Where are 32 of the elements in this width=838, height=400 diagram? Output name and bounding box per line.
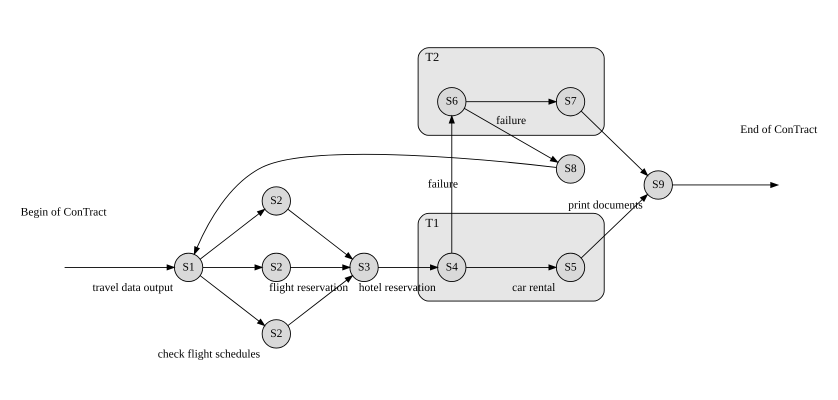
node-circle: S2 xyxy=(262,252,291,282)
node-circle: S5 xyxy=(556,252,586,282)
arrow xyxy=(64,264,176,270)
node-circle: S4 xyxy=(437,252,466,282)
node-circle: S1 xyxy=(174,252,204,282)
arrow xyxy=(466,264,558,270)
arrow xyxy=(466,98,558,104)
node-circle: S6 xyxy=(437,86,466,116)
node-circle: S2 xyxy=(262,186,291,216)
arrow xyxy=(464,107,559,162)
edge-label: failure xyxy=(496,114,526,127)
label: End of ConTract xyxy=(740,124,818,136)
arrow xyxy=(580,110,649,176)
node-circle: S7 xyxy=(556,86,586,116)
node-label: check flight schedules xyxy=(158,348,260,360)
arrow xyxy=(288,208,354,260)
node-label: car rental xyxy=(512,281,556,294)
arrow xyxy=(200,208,266,259)
arrow xyxy=(378,264,439,270)
node-circle: S2 xyxy=(262,318,291,348)
arrow xyxy=(580,193,648,258)
node-circle: S9 xyxy=(644,170,673,200)
node-circle: S8 xyxy=(556,154,586,184)
arrow xyxy=(672,181,780,188)
arrow xyxy=(448,114,455,253)
arrow xyxy=(290,264,352,270)
arrow xyxy=(200,274,266,326)
label: Begin of ConTract xyxy=(20,206,107,218)
arrow xyxy=(194,154,557,255)
arrow xyxy=(202,264,264,270)
node-circle: S3 xyxy=(349,252,379,282)
node-label: travel data output xyxy=(92,281,174,294)
